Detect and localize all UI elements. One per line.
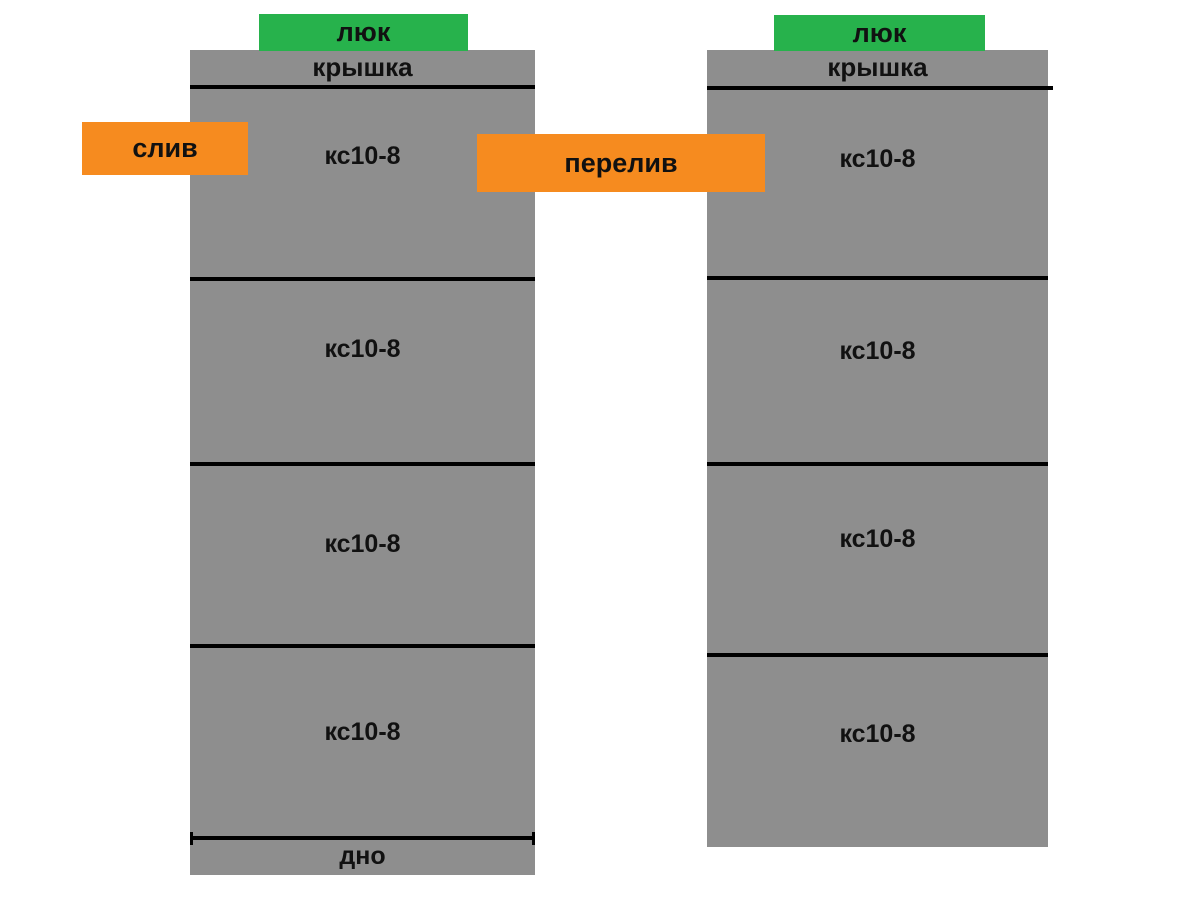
left-ring-2-label: кс10-8 [324,335,401,363]
drain-pipe-label: слив [132,133,198,163]
right-cover-label: крышка [827,52,928,82]
right-hatch-label: люк [852,17,907,48]
left-ring-1-label: кс10-8 [324,142,401,170]
left-ring-3-label: кс10-8 [324,530,401,558]
left-hatch-box: люк [259,14,468,51]
left-bottom-line [190,836,535,840]
left-bottom-label: дно [339,842,386,870]
drain-pipe-box: слив [82,122,248,175]
right-ring-divider-2 [707,462,1048,466]
right-ring-divider-3 [707,653,1048,657]
right-ring-3-label: кс10-8 [839,525,916,553]
right-cover-divider-line [707,86,1053,90]
left-ring-divider-3 [190,644,535,648]
left-bottom-line-endcap-left [190,832,193,845]
left-bottom-line-endcap-right [532,832,535,845]
left-ring-4-label: кс10-8 [324,718,401,746]
left-cover-label: крышка [312,52,413,82]
right-ring-1-label: кс10-8 [839,145,916,173]
left-ring-divider-1 [190,277,535,281]
left-cover-divider-line [190,85,535,89]
right-ring-2-label: кс10-8 [839,337,916,365]
right-hatch-box: люк [774,15,985,51]
overflow-pipe-box: перелив [477,134,765,192]
left-ring-divider-2 [190,462,535,466]
left-hatch-label: люк [336,17,391,47]
right-ring-divider-1 [707,276,1048,280]
right-ring-4-label: кс10-8 [839,720,916,748]
overflow-pipe-label: перелив [564,147,678,178]
